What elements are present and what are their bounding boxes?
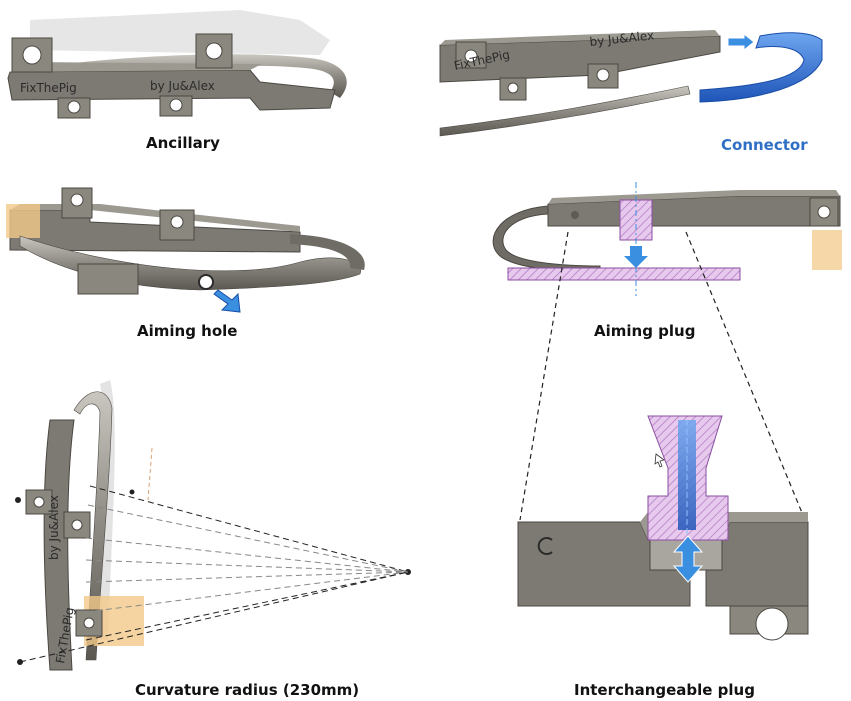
curvature-rod bbox=[73, 391, 113, 661]
aiming-hole-tip bbox=[290, 234, 365, 270]
aiming-plug-screw-left bbox=[571, 211, 579, 219]
aiming-hole-arrow-icon bbox=[213, 289, 241, 313]
zoom-guide-left bbox=[519, 231, 569, 521]
aiming-hole-caption: Aiming hole bbox=[137, 322, 238, 340]
aiming-hole-block-top-mid-hole bbox=[170, 215, 184, 229]
ancillary-panel: FixThePig by Ju&Alex bbox=[7, 10, 347, 119]
curvature-frame bbox=[43, 419, 75, 671]
ancillary-shadow bbox=[30, 10, 330, 55]
ancillary-hole-bottom-left bbox=[67, 100, 81, 114]
connector-caption: Connector bbox=[721, 136, 808, 154]
aiming-hole-block-top-left-hole bbox=[70, 193, 84, 207]
radius-line-4 bbox=[85, 559, 409, 573]
aiming-hole-lower-block bbox=[77, 263, 139, 295]
aiming-plug-panel bbox=[492, 182, 842, 296]
ancillary-hole-bottom-mid bbox=[169, 98, 183, 112]
zoom-cursor-icon bbox=[654, 453, 665, 468]
curvature-block-mid-hole bbox=[71, 519, 83, 531]
ancillary-hole-mid bbox=[205, 42, 223, 60]
interchangeable-panel bbox=[517, 415, 809, 641]
aiming-hole-highlight bbox=[6, 204, 40, 238]
interchangeable-caption: Interchangeable plug bbox=[574, 681, 755, 699]
ancillary-caption: Ancillary bbox=[146, 134, 220, 152]
aiming-plug-highlight bbox=[812, 230, 842, 270]
aiming-hole-panel bbox=[6, 187, 365, 313]
radius-line-2 bbox=[87, 504, 409, 573]
curvature-panel: by Ju&Alex FixThePig bbox=[15, 380, 411, 671]
radius-line-8 bbox=[19, 571, 409, 663]
zoom-guide-right bbox=[685, 231, 806, 521]
zoom-frame-c-mark bbox=[537, 537, 553, 555]
radius-line-5 bbox=[85, 571, 409, 583]
connector-panel: FixThePig by Ju&Alex bbox=[439, 28, 823, 137]
ancillary-engraving-brand: FixThePig bbox=[20, 81, 77, 95]
connector-engraving-authors: by Ju&Alex bbox=[589, 28, 655, 49]
aiming-plug-block-right-hole bbox=[817, 205, 831, 219]
connector-arrow-icon bbox=[727, 32, 755, 52]
aiming-hole-target bbox=[198, 274, 214, 290]
connector-hole-bottom-left bbox=[507, 82, 519, 94]
radius-line-6 bbox=[85, 571, 409, 613]
radius-line-1 bbox=[89, 485, 409, 573]
connector-hole-bottom-mid bbox=[596, 68, 610, 82]
zoom-frame-hole bbox=[755, 607, 789, 641]
curvature-caption: Curvature radius (230mm) bbox=[135, 681, 360, 699]
aiming-plug-section-rod bbox=[507, 267, 741, 281]
curvature-hook-axis bbox=[147, 447, 153, 501]
ancillary-engraving-authors: by Ju&Alex bbox=[150, 79, 215, 93]
curvature-block-bottom-hole bbox=[83, 617, 95, 629]
curvature-block-top-hole bbox=[33, 496, 45, 508]
curvature-radius-lines bbox=[19, 485, 409, 663]
ancillary-block-mid bbox=[195, 33, 233, 69]
aiming-plug-caption: Aiming plug bbox=[594, 322, 696, 340]
aiming-plug-arrow-icon bbox=[624, 246, 648, 268]
radius-line-7 bbox=[85, 571, 409, 641]
curvature-point-left bbox=[15, 497, 21, 503]
radius-line-3 bbox=[85, 537, 409, 573]
curvature-engraving-authors: by Ju&Alex bbox=[47, 495, 61, 560]
connector-frame-top bbox=[440, 30, 720, 45]
zoom-plug-double-arrow-icon bbox=[672, 535, 704, 583]
curvature-point-top bbox=[129, 489, 135, 495]
ancillary-hole-left bbox=[22, 45, 42, 65]
connector-blue-part bbox=[699, 32, 823, 103]
connector-rod bbox=[439, 85, 691, 137]
connector-hole-left bbox=[464, 49, 478, 63]
